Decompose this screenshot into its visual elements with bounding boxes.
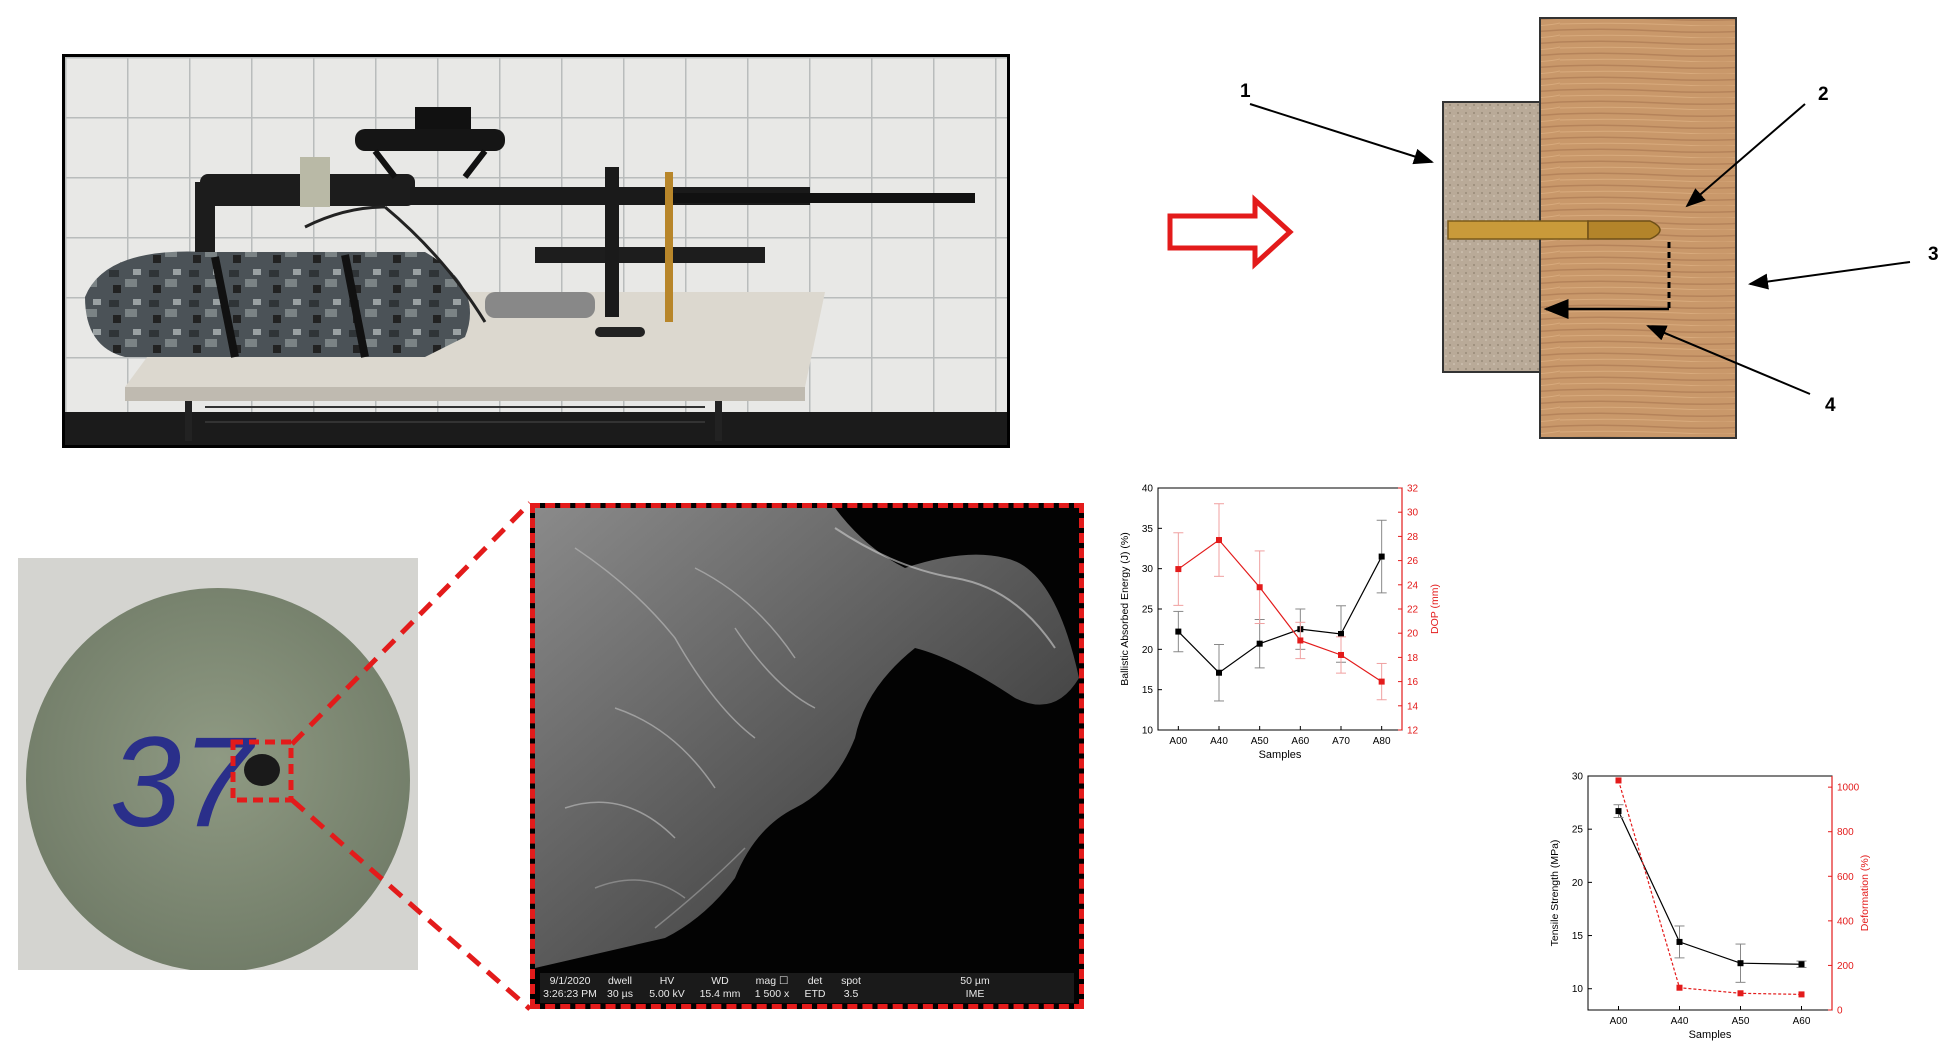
right-tick-label: 0 — [1837, 1006, 1843, 1017]
left-tick-label: 15 — [1142, 685, 1154, 696]
series-line — [1177, 539, 1382, 683]
x-tick-label: A80 — [1373, 736, 1391, 747]
right-tick-label: 24 — [1407, 580, 1419, 591]
left-tick-label: 25 — [1142, 605, 1154, 616]
series-line — [1617, 780, 1802, 995]
right-tick-label: 200 — [1837, 961, 1854, 972]
x-tick-label: A40 — [1210, 736, 1228, 747]
data-point — [1615, 808, 1622, 815]
ceramic-sample-photo: 37 — [18, 558, 418, 970]
diagram-label-3: 3 — [1928, 244, 1939, 265]
right-tick-label: 32 — [1407, 484, 1419, 495]
plot-frame — [1157, 487, 1403, 731]
left-axis-label: Tensile Strength (MPa) — [1549, 840, 1561, 947]
right-tick-label: 600 — [1837, 872, 1854, 883]
data-point — [1338, 631, 1344, 638]
x-tick-label: A60 — [1291, 736, 1309, 747]
sem-mag: mag ☐1 500 x — [754, 975, 790, 1000]
left-axis-label: Ballistic Absorbed Energy (J) (%) — [1119, 532, 1131, 685]
diagram-label-2: 2 — [1818, 84, 1829, 105]
series-line — [1177, 556, 1383, 674]
left-tick-label: 10 — [1572, 984, 1584, 995]
left-tick-label: 30 — [1142, 564, 1154, 575]
x-tick-label: A50 — [1732, 1016, 1750, 1027]
right-tick-label: 18 — [1407, 653, 1419, 664]
left-tick-label: 30 — [1572, 772, 1584, 783]
left-tick-label: 15 — [1572, 931, 1584, 942]
series-line — [1617, 810, 1802, 965]
left-tick-label: 20 — [1572, 878, 1584, 889]
x-tick-label: A60 — [1793, 1016, 1811, 1027]
data-point — [1676, 938, 1683, 945]
data-point — [1798, 961, 1805, 968]
data-point — [1175, 628, 1182, 635]
left-tick-label: 25 — [1572, 825, 1584, 836]
sample-number-label: 37 — [110, 711, 257, 854]
right-tick-label: 1000 — [1837, 783, 1860, 794]
sem-micrograph — [530, 503, 1084, 1009]
diagram-label-1: 1 — [1240, 81, 1251, 102]
left-tick-label: 20 — [1142, 645, 1154, 656]
rifle-photo-illustration — [65, 57, 1007, 445]
impact-zoom-box — [230, 739, 294, 803]
data-point — [1297, 637, 1304, 644]
data-point — [1256, 640, 1263, 647]
projectile — [1587, 220, 1661, 240]
x-tick-label: A40 — [1671, 1016, 1689, 1027]
data-point — [1378, 553, 1385, 560]
right-tick-label: 400 — [1837, 916, 1854, 927]
right-tick-label: 30 — [1407, 508, 1419, 519]
x-tick-label: A00 — [1610, 1016, 1628, 1027]
right-axis-label: DOP (mm) — [1429, 584, 1441, 634]
data-point — [1676, 984, 1683, 991]
data-point — [1175, 566, 1182, 573]
x-tick-label: A50 — [1251, 736, 1269, 747]
left-tick-label: 35 — [1142, 524, 1154, 535]
data-point — [1798, 991, 1805, 998]
data-point — [1216, 537, 1222, 544]
dop-test-diagram: 1 2 3 4 — [1167, 17, 1939, 439]
x-tick-label: A70 — [1332, 736, 1350, 747]
data-point — [1737, 960, 1744, 967]
data-point — [1216, 669, 1222, 676]
right-axis-label: Deformation (%) — [1859, 855, 1871, 931]
x-axis-label: Samples — [1259, 749, 1302, 761]
rifle-test-setup-photo — [62, 54, 1010, 448]
right-tick-label: 14 — [1407, 701, 1419, 712]
data-point — [1737, 990, 1744, 997]
right-tick-label: 28 — [1407, 532, 1419, 543]
left-tick-label: 10 — [1142, 726, 1154, 737]
left-tick-label: 40 — [1142, 484, 1154, 495]
sample-photo-illustration: 37 — [18, 558, 418, 970]
right-tick-label: 12 — [1407, 726, 1419, 737]
data-point — [1378, 678, 1385, 685]
right-tick-label: 26 — [1407, 556, 1419, 567]
right-tick-label: 16 — [1407, 677, 1419, 688]
right-tick-label: 20 — [1407, 629, 1419, 640]
data-point — [1256, 584, 1263, 591]
data-point — [1338, 651, 1344, 658]
right-tick-label: 22 — [1407, 605, 1419, 616]
x-tick-label: A00 — [1169, 736, 1187, 747]
flow-arrow-icon — [1167, 194, 1294, 270]
plot-frame — [1587, 775, 1833, 1011]
x-axis-label: Samples — [1689, 1029, 1732, 1041]
diagram-label-4: 4 — [1825, 395, 1836, 416]
data-point — [1615, 777, 1622, 784]
right-tick-label: 800 — [1837, 827, 1854, 838]
sem-fracture-illustration — [535, 508, 1079, 1004]
